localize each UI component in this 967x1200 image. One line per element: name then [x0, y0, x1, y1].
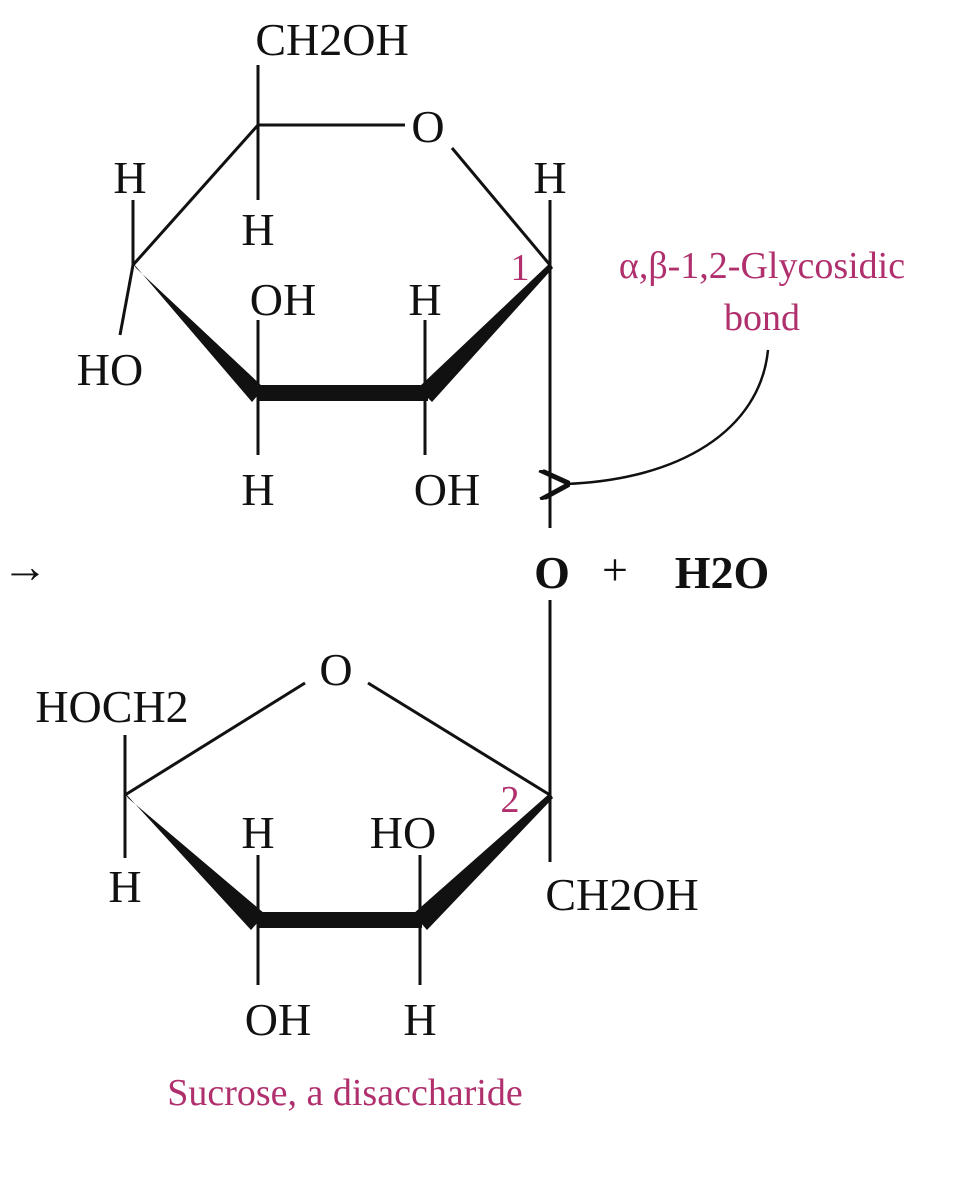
carbon-1-number: 1	[511, 247, 530, 289]
fructose-ring-oxygen: O	[319, 644, 352, 695]
bridging-oxygen: O	[534, 547, 570, 598]
fructose-c4-oh: OH	[245, 994, 311, 1045]
fructose-c6-label: HOCH2	[35, 681, 188, 732]
pointer-arrow	[565, 349, 770, 484]
glucose-c3-oh: OH	[250, 274, 316, 325]
glucose-c4-h: H	[113, 152, 146, 203]
glucose-ring	[118, 65, 553, 528]
plus-sign: +	[602, 544, 628, 595]
fructose-c3-h: H	[403, 994, 436, 1045]
fructose-c5-h: H	[108, 861, 141, 912]
caption: Sucrose, a disaccharide	[167, 1072, 523, 1114]
glucose-c3-h: H	[241, 464, 274, 515]
glucose-c5-h: H	[241, 204, 274, 255]
glucose-c4-oh: HO	[77, 344, 143, 395]
glycosidic-bond-label-line1: α,β-1,2-Glycosidic	[619, 245, 905, 287]
fructose-c4-h: H	[241, 807, 274, 858]
glucose-c2-oh: OH	[414, 464, 480, 515]
fructose-c3-oh: HO	[370, 807, 436, 858]
fructose-ring	[123, 681, 553, 985]
glucose-c6-label: CH2OH	[255, 14, 408, 65]
glucose-c1-h: H	[533, 152, 566, 203]
water-label: H2O	[675, 547, 770, 598]
glycosidic-bond-label-line2: bond	[724, 297, 800, 339]
glucose-ring-oxygen: O	[411, 101, 444, 152]
reaction-arrow: →	[2, 541, 48, 592]
glucose-c2-h: H	[408, 274, 441, 325]
carbon-2-number: 2	[501, 779, 520, 821]
fructose-c1-label: CH2OH	[545, 869, 698, 920]
